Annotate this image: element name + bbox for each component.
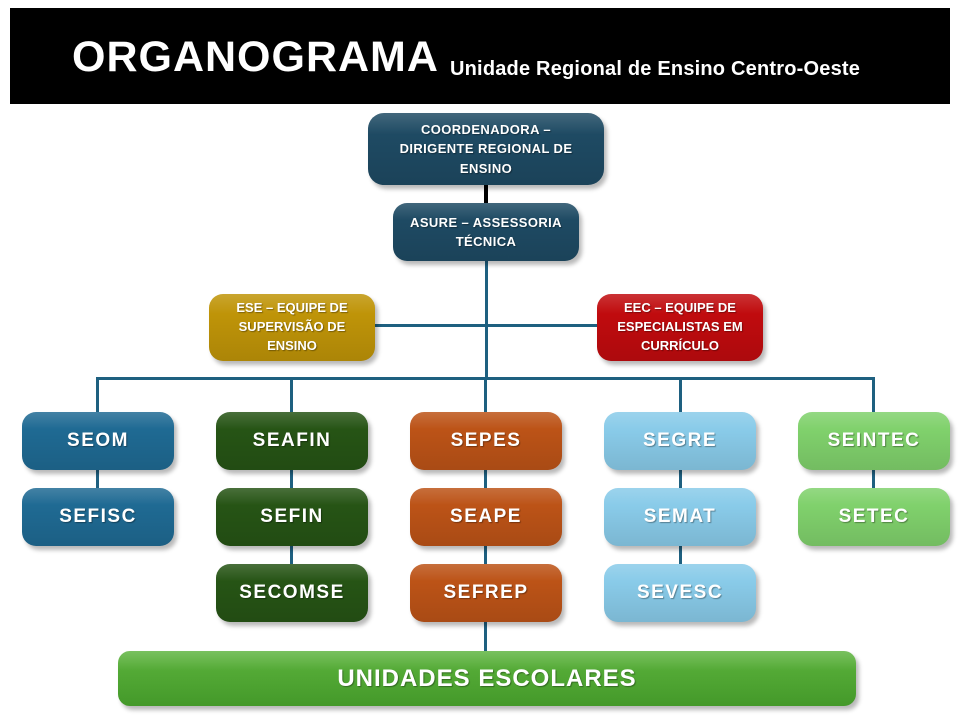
header-banner: ORGANOGRAMA Unidade Regional de Ensino C… [10, 8, 950, 104]
node-seape: SEAPE [410, 488, 562, 546]
node-coordenadora-dirigente: COORDENADORA – DIRIGENTE REGIONAL DE ENS… [368, 113, 604, 185]
connector-col4-row1-row2 [679, 469, 682, 489]
connector-col4-row2-row3 [679, 545, 682, 565]
node-setec: SETEC [798, 488, 950, 546]
connector-drop-col5 [872, 377, 875, 413]
node-eec-curriculo: EEC – EQUIPE DE ESPECIALISTAS EM CURRÍCU… [597, 294, 763, 361]
connector-drop-col3 [484, 377, 487, 413]
node-ese-supervisao: ESE – EQUIPE DE SUPERVISÃO DE ENSINO [209, 294, 375, 361]
node-seom: SEOM [22, 412, 174, 470]
node-sefisc: SEFISC [22, 488, 174, 546]
connector-sefrep-footer [484, 621, 487, 652]
connector-root-asure [484, 184, 488, 204]
connector-col3-row1-row2 [484, 469, 487, 489]
node-sepes: SEPES [410, 412, 562, 470]
node-unidades-escolares: UNIDADES ESCOLARES [118, 651, 856, 706]
node-seafin: SEAFIN [216, 412, 368, 470]
connector-col2-row1-row2 [290, 469, 293, 489]
connector-col5-row1-row2 [872, 469, 875, 489]
node-asure-assessoria: ASURE – ASSESSORIA TÉCNICA [393, 203, 579, 261]
connector-drop-col1 [96, 377, 99, 413]
page-title: ORGANOGRAMA [72, 33, 439, 81]
connector-trunk [485, 260, 488, 378]
connector-drop-col2 [290, 377, 293, 413]
node-sefin: SEFIN [216, 488, 368, 546]
connector-col2-row2-row3 [290, 545, 293, 565]
node-semat: SEMAT [604, 488, 756, 546]
node-segre: SEGRE [604, 412, 756, 470]
page-subtitle: Unidade Regional de Ensino Centro-Oeste [450, 58, 861, 80]
node-sevesc: SEVESC [604, 564, 756, 622]
connector-ese-eec [375, 324, 597, 327]
node-seintec: SEINTEC [798, 412, 950, 470]
connector-col3-row2-row3 [484, 545, 487, 565]
node-sefrep: SEFREP [410, 564, 562, 622]
node-secomse: SECOMSE [216, 564, 368, 622]
connector-drop-col4 [679, 377, 682, 413]
connector-col1-row1-row2 [96, 469, 99, 489]
